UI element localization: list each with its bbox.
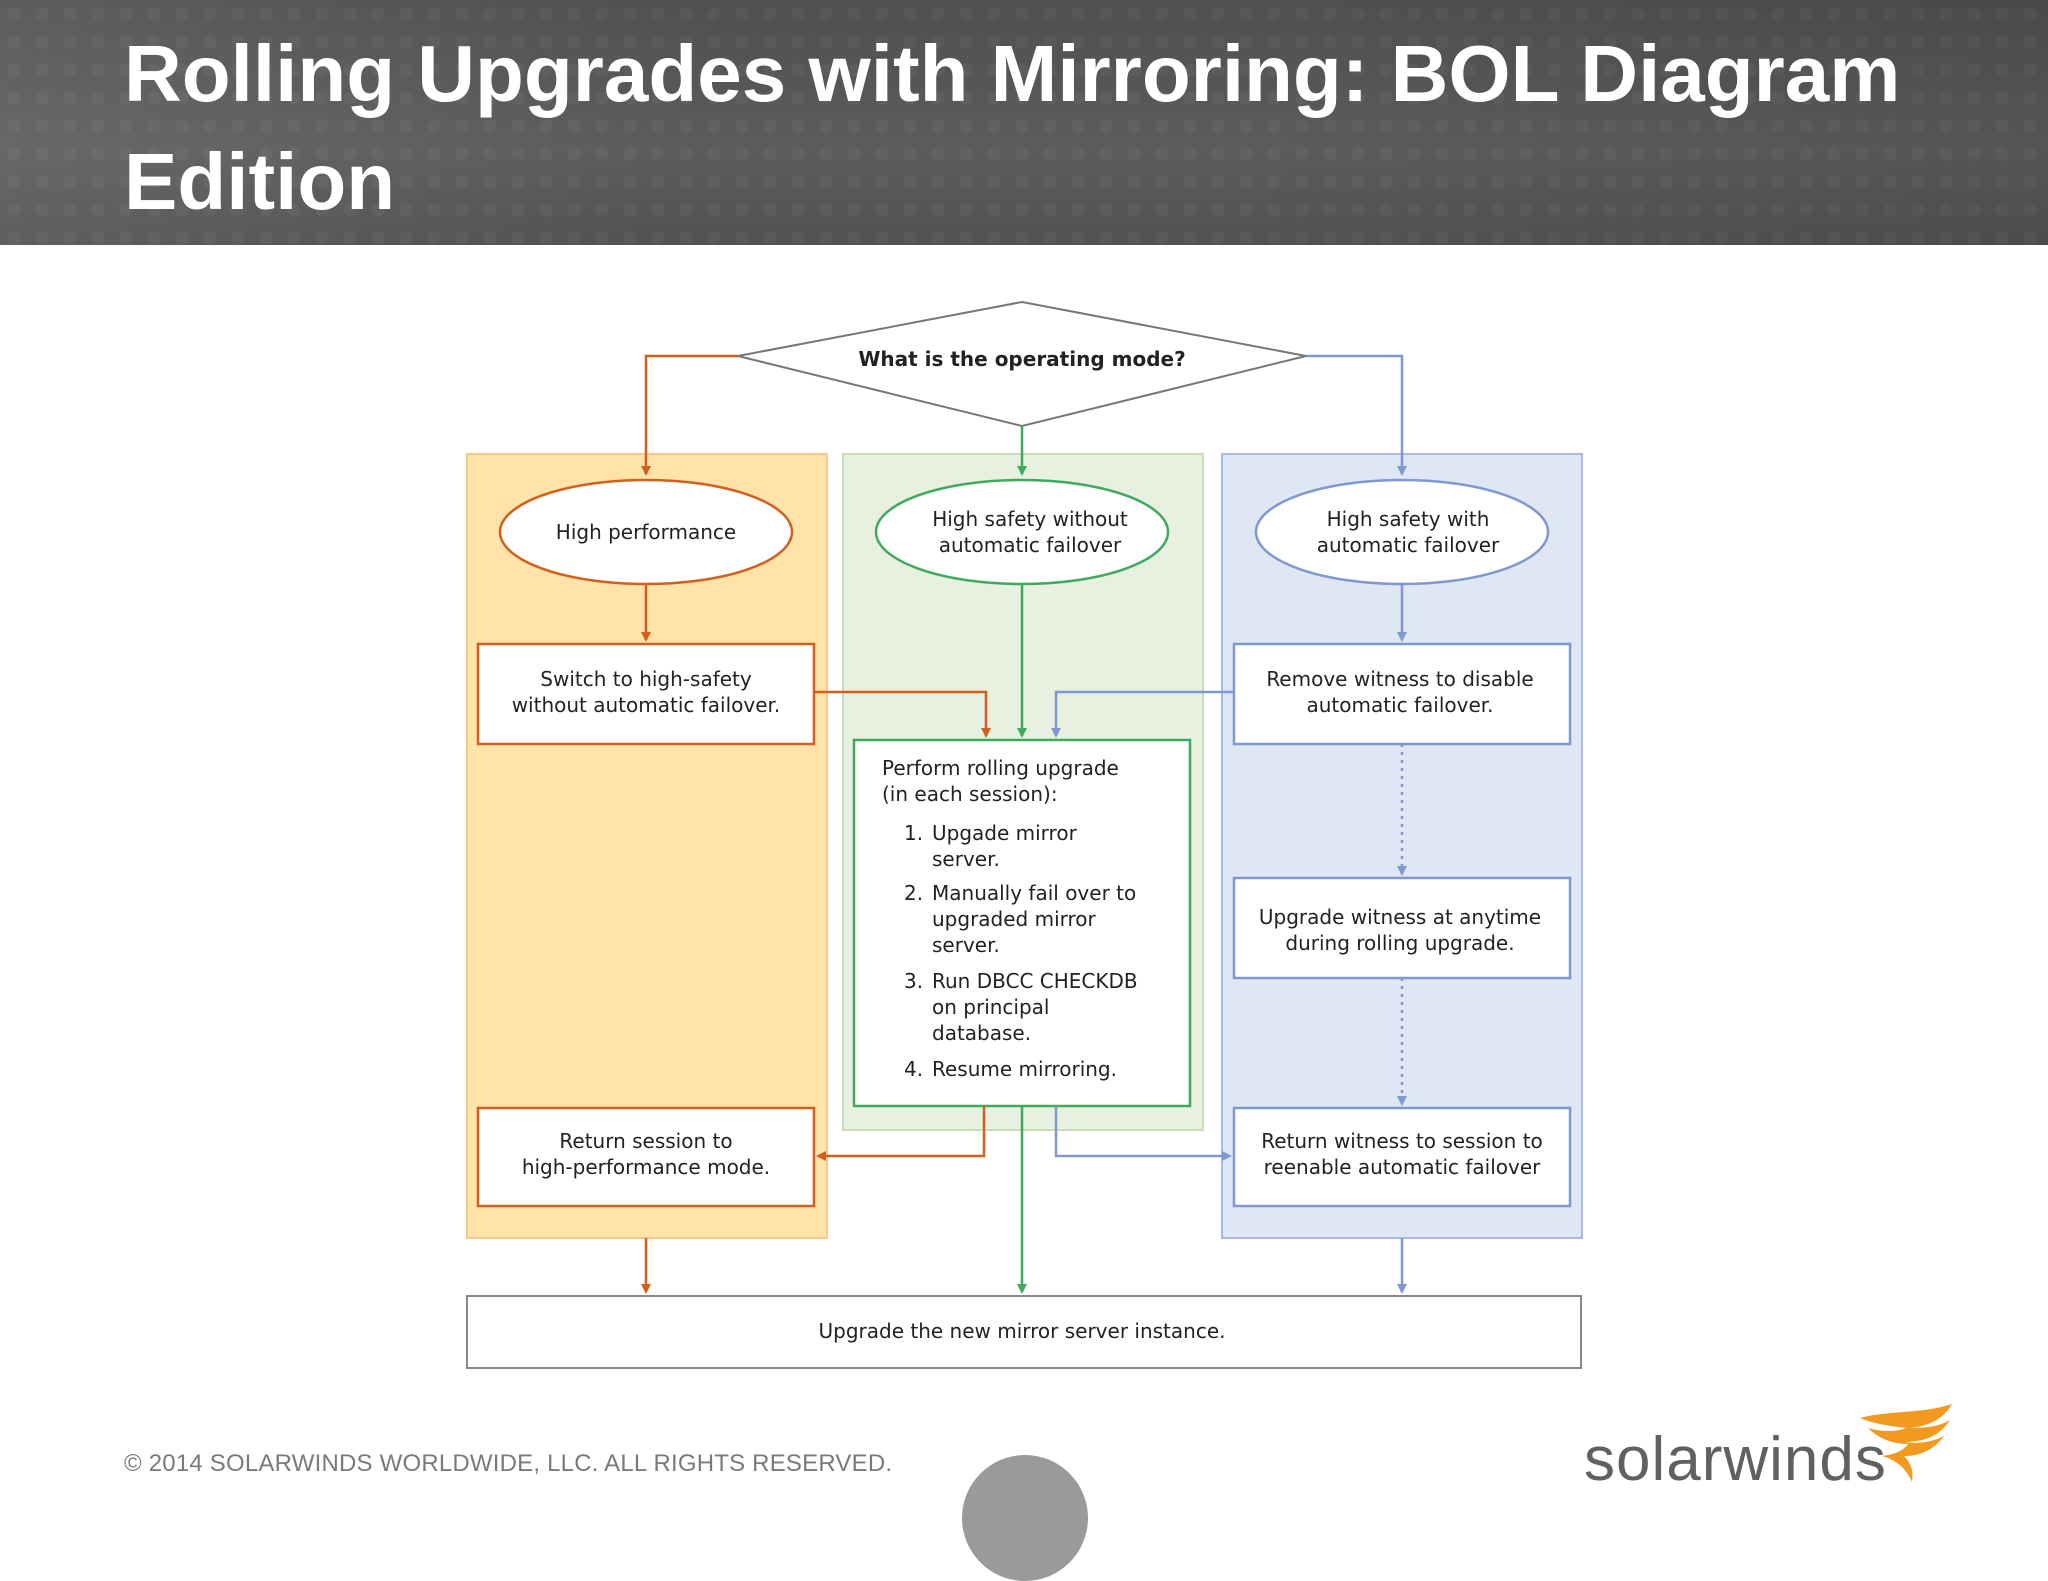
- procedure-intro-line-1: Perform rolling upgrade: [882, 756, 1119, 780]
- solarwinds-flame-icon: [1860, 1404, 1952, 1482]
- return-witness-box: [1232, 1106, 1572, 1208]
- return-witness-line-1: Return witness to session to: [1261, 1129, 1543, 1153]
- title-bar-shine: [0, 0, 2048, 245]
- high-safety-with-node: [1254, 478, 1550, 586]
- remove-witness-line-2: automatic failover.: [1306, 693, 1493, 717]
- step-3-line-1: Run DBCC CHECKDB: [932, 969, 1138, 993]
- procedure-intro-line-2: (in each session):: [882, 782, 1058, 806]
- step-4-number: 4.: [904, 1057, 923, 1081]
- step-3-line-2: on principal: [932, 995, 1049, 1019]
- connector-procedure-to-return-witness: [1054, 1106, 1232, 1161]
- solarwinds-logo-text: solarwinds: [1584, 1425, 1887, 1494]
- step-2-line-3: server.: [932, 933, 1000, 957]
- return-session-line-1: Return session to: [559, 1129, 732, 1153]
- connector-to-high-performance: [641, 354, 738, 476]
- return-session-line-2: high-performance mode.: [522, 1155, 770, 1179]
- bottom-circle-decoration: [962, 1455, 1088, 1581]
- flowchart: What is the operating mode? High perform…: [466, 300, 1583, 1369]
- switch-box: [476, 642, 816, 746]
- decision-text: What is the operating mode?: [858, 347, 1185, 371]
- remove-witness-line-1: Remove witness to disable: [1266, 667, 1533, 691]
- connector-remove-to-procedure: [1051, 690, 1234, 738]
- upgrade-witness-line-2: during rolling upgrade.: [1285, 931, 1514, 955]
- connector-procedure-to-return-session: [816, 1106, 986, 1161]
- switch-text-line-2: without automatic failover.: [512, 693, 781, 717]
- procedure-box: [852, 738, 1192, 1108]
- high-safety-without-node: [874, 478, 1170, 586]
- step-1-line-1: Upgade mirror: [932, 821, 1078, 845]
- high-safety-without-label-line-1: High safety without: [932, 507, 1128, 531]
- step-3-number: 3.: [904, 969, 923, 993]
- step-1-line-2: server.: [932, 847, 1000, 871]
- connector-to-high-safety-with: [1306, 354, 1407, 476]
- remove-witness-box: [1232, 642, 1572, 746]
- title-bar-texture: [0, 0, 2048, 245]
- slide-title: Rolling Upgrades with Mirroring: BOL Dia…: [124, 29, 1901, 226]
- return-witness-line-2: reenable automatic failover: [1264, 1155, 1542, 1179]
- switch-text-line-1: Switch to high-safety: [540, 667, 752, 691]
- step-4-line-1: Resume mirroring.: [932, 1057, 1117, 1081]
- upgrade-witness-line-1: Upgrade witness at anytime: [1259, 905, 1541, 929]
- upgrade-witness-box: [1232, 876, 1572, 980]
- step-2-line-2: upgraded mirror: [932, 907, 1097, 931]
- copyright-footer: © 2014 SOLARWINDS WORLDWIDE, LLC. ALL RI…: [124, 1450, 893, 1477]
- high-safety-without-label-line-2: automatic failover: [939, 533, 1122, 557]
- final-text: Upgrade the new mirror server instance.: [818, 1319, 1225, 1343]
- high-performance-label: High performance: [556, 520, 736, 544]
- final-box: [466, 1295, 1582, 1369]
- return-session-box: [476, 1106, 816, 1208]
- step-3-line-3: database.: [932, 1021, 1031, 1045]
- title-bar: Rolling Upgrades with Mirroring: BOL Dia…: [0, 0, 2048, 245]
- high-safety-with-label-line-1: High safety with: [1327, 507, 1490, 531]
- step-2-number: 2.: [904, 881, 923, 905]
- high-safety-with-label-line-2: automatic failover: [1317, 533, 1500, 557]
- step-2-line-1: Manually fail over to: [932, 881, 1136, 905]
- step-1-number: 1.: [904, 821, 923, 845]
- connector-switch-to-procedure: [814, 690, 991, 738]
